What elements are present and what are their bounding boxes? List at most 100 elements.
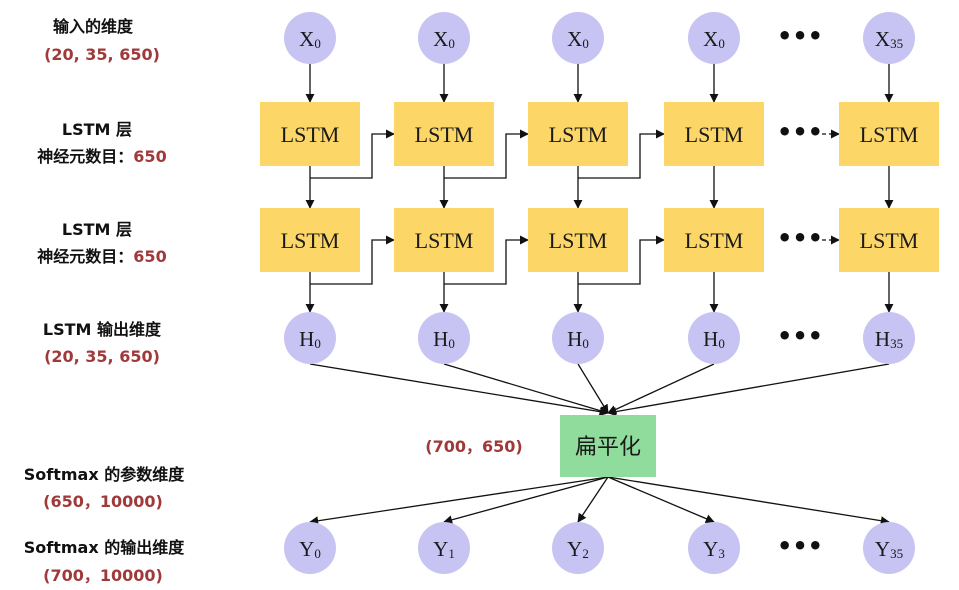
lstm-layer2-cell-4-label: LSTM — [860, 228, 919, 253]
hidden-node-3-circle — [688, 312, 740, 364]
input-node-1: X0 — [418, 12, 470, 64]
input-node-3-label: X0 — [703, 27, 725, 51]
edge-recurrent-l2-0 — [310, 235, 395, 285]
lstm-layer2-cell-3-label: LSTM — [685, 228, 744, 253]
output-node-0-label: Y0 — [299, 537, 321, 561]
hidden-node-2-label: H0 — [567, 327, 589, 351]
output-node-0: Y0 — [284, 522, 336, 574]
lstm-layer1-cell-4: LSTM — [839, 102, 939, 166]
hidden-node-1-label: H0 — [433, 327, 455, 351]
input-node-0: X0 — [284, 12, 336, 64]
edge-hidden-to-flatten-3 — [607, 363, 715, 414]
lstm-layer2-cell-3: LSTM — [664, 208, 764, 272]
input-node-4-label: X35 — [875, 27, 903, 51]
lstm1-title: LSTM 层 — [62, 120, 132, 139]
lstm-layer1-cell-0-box — [260, 102, 360, 166]
lstm-layer1-cell-0: LSTM — [260, 102, 360, 166]
lstm1-neurons-value: 650 — [133, 147, 166, 166]
input-node-2-label: X0 — [567, 27, 589, 51]
lstm-layer2-cell-1: LSTM — [394, 208, 494, 272]
output-node-2-circle — [552, 522, 604, 574]
lstm-layer1-cell-3-box — [664, 102, 764, 166]
output-node-3-label: Y3 — [703, 537, 725, 561]
hidden-node-1-circle — [418, 312, 470, 364]
hidden-node-4: H35 — [863, 312, 915, 364]
lstm-layer1-cell-1-label: LSTM — [415, 122, 474, 147]
input-dim-value: (20, 35, 650) — [44, 45, 160, 64]
edge-flatten-to-output-1 — [443, 476, 609, 525]
input-node-1-label: X0 — [433, 27, 455, 51]
softmax-param-title: Softmax 的参数维度 — [24, 465, 185, 484]
softmax-param-value: (650，10000) — [43, 492, 163, 511]
input-node-2-circle — [552, 12, 604, 64]
output-node-4: Y35 — [863, 522, 915, 574]
lstm-out-title: LSTM 输出维度 — [43, 320, 162, 339]
nodes: X0 X0 X0 X0 X35 ••• LSTM LSTM LSTM LSTM LSTM ••• LST… — [260, 12, 939, 574]
softmax-out-value: (700，10000) — [43, 566, 163, 585]
output-node-3: Y3 — [688, 522, 740, 574]
edge-flatten-to-output-3 — [607, 476, 715, 523]
lstm-out-value: (20, 35, 650) — [44, 347, 160, 366]
lstm-layer1-cell-2-box — [528, 102, 628, 166]
input-node-0-circle — [284, 12, 336, 64]
hidden-node-3: H0 — [688, 312, 740, 364]
output-node-0-circle — [284, 522, 336, 574]
lstm-layer1-cell-4-box — [839, 102, 939, 166]
lstm-layer2-cell-3-box — [664, 208, 764, 272]
edge-recurrent-l1-2 — [578, 129, 665, 179]
input-node-2: X0 — [552, 12, 604, 64]
softmax-out-title: Softmax 的输出维度 — [24, 538, 185, 557]
hidden-ellipsis: ••• — [777, 322, 823, 350]
lstm-layer2-cell-2-box — [528, 208, 628, 272]
lstm1-neurons: 神经元数目：650 — [37, 147, 166, 166]
hidden-node-2-circle — [552, 312, 604, 364]
output-node-4-circle — [863, 522, 915, 574]
output-node-2: Y2 — [552, 522, 604, 574]
input-node-0-label: X0 — [299, 27, 321, 51]
flatten-node: 扁平化 — [560, 415, 656, 477]
left-labels: 输入的维度 (20, 35, 650) LSTM 层 神经元数目：650 LST… — [24, 17, 523, 585]
output-node-1-label: Y1 — [433, 537, 455, 561]
lstm-layer1-cell-2-label: LSTM — [549, 122, 608, 147]
lstm-layer1-cell-2: LSTM — [528, 102, 628, 166]
lstm-layer1-cell-3-label: LSTM — [685, 122, 744, 147]
lstm-layer2-ellipsis: ••• — [777, 224, 823, 252]
edge-recurrent-l1-1 — [444, 129, 529, 179]
input-node-3-circle — [688, 12, 740, 64]
hidden-node-0-circle — [284, 312, 336, 364]
edge-recurrent-l2-2 — [578, 235, 665, 285]
lstm1-neurons-label: 神经元数目： — [37, 147, 133, 166]
lstm2-neurons: 神经元数目：650 — [37, 247, 166, 266]
hidden-node-3-label: H0 — [703, 327, 725, 351]
input-dim-title: 输入的维度 — [53, 17, 134, 36]
lstm-layer2-cell-1-label: LSTM — [415, 228, 474, 253]
input-node-4-circle — [863, 12, 915, 64]
output-node-2-label: Y2 — [567, 537, 589, 561]
edge-hidden-to-flatten-2 — [577, 363, 609, 414]
flatten-box — [560, 415, 656, 477]
edge-flatten-to-output-2 — [577, 476, 609, 523]
lstm-layer2-cell-2-label: LSTM — [549, 228, 608, 253]
hidden-node-2: H0 — [552, 312, 604, 364]
output-node-3-circle — [688, 522, 740, 574]
hidden-node-0: H0 — [284, 312, 336, 364]
edge-hidden-to-flatten-4 — [607, 363, 890, 417]
hidden-node-1: H0 — [418, 312, 470, 364]
lstm-layer2-cell-4: LSTM — [839, 208, 939, 272]
lstm-layer2-cell-0-box — [260, 208, 360, 272]
lstm2-neurons-label: 神经元数目： — [37, 247, 133, 266]
output-ellipsis: ••• — [777, 532, 823, 560]
hidden-node-4-circle — [863, 312, 915, 364]
lstm-layer1-ellipsis: ••• — [777, 118, 823, 146]
edges — [305, 64, 894, 526]
output-node-1-circle — [418, 522, 470, 574]
lstm-layer1-cell-0-label: LSTM — [281, 122, 340, 147]
lstm2-title: LSTM 层 — [62, 220, 132, 239]
input-node-3: X0 — [688, 12, 740, 64]
lstm2-neurons-value: 650 — [133, 247, 166, 266]
edge-hidden-to-flatten-1 — [443, 363, 609, 416]
edge-flatten-to-output-0 — [309, 476, 609, 526]
input-node-4: X35 — [863, 12, 915, 64]
lstm-layer2-cell-2: LSTM — [528, 208, 628, 272]
